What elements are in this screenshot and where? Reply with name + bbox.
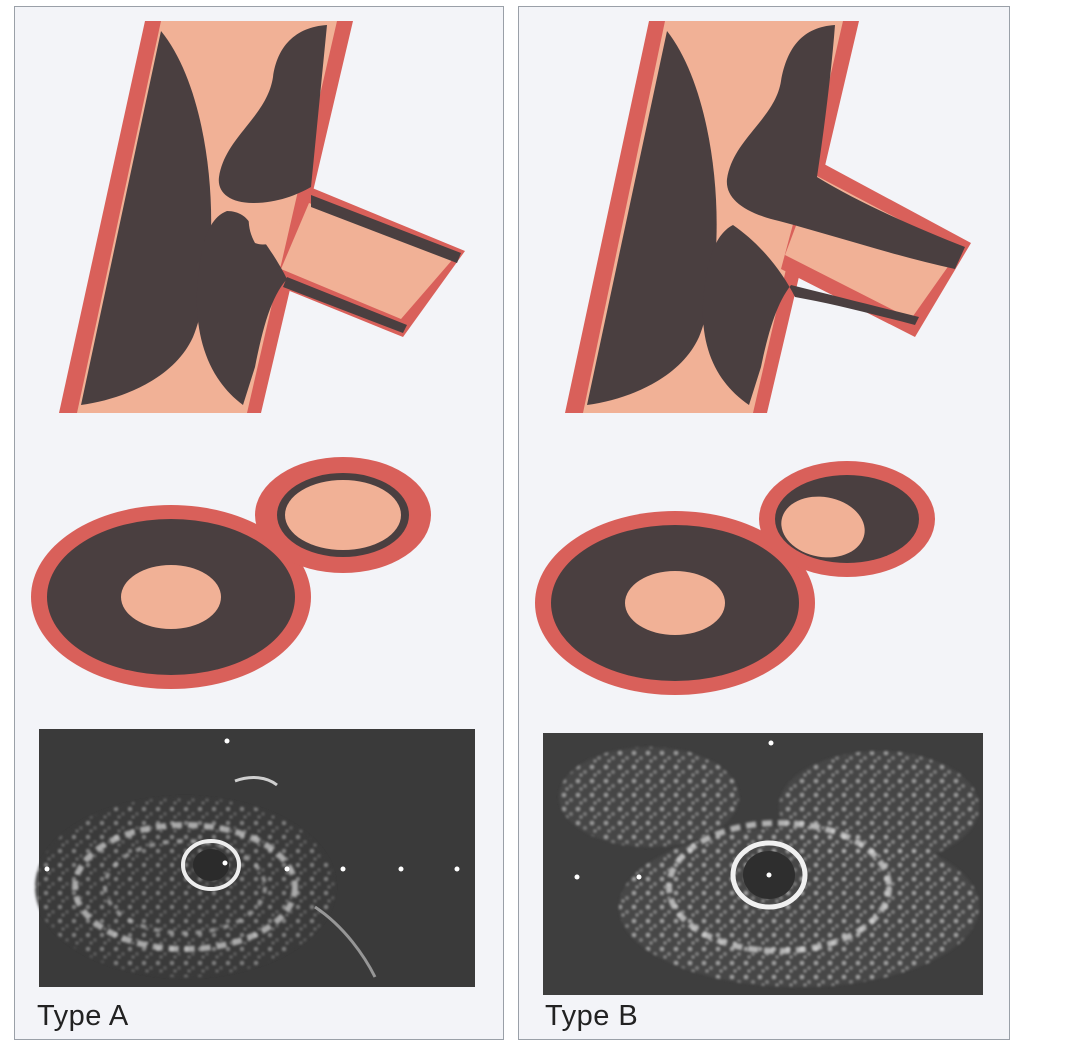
- type-b-cross-section-diagram: [535, 461, 935, 695]
- panel-type-b: Type B: [518, 6, 1010, 1040]
- type-b-longitudinal-diagram: [565, 21, 971, 413]
- type-b-label: Type B: [545, 1000, 638, 1033]
- type-a-longitudinal-diagram: [59, 21, 465, 413]
- type-a-ultrasound-image: [35, 729, 475, 987]
- panel-type-a: Type A: [14, 6, 504, 1040]
- type-b-figure: [519, 7, 1010, 1040]
- type-a-label: Type A: [37, 1000, 129, 1033]
- type-a-cross-section-diagram: [31, 457, 431, 689]
- type-b-ultrasound-image: [543, 733, 983, 995]
- type-a-figure: [15, 7, 504, 1040]
